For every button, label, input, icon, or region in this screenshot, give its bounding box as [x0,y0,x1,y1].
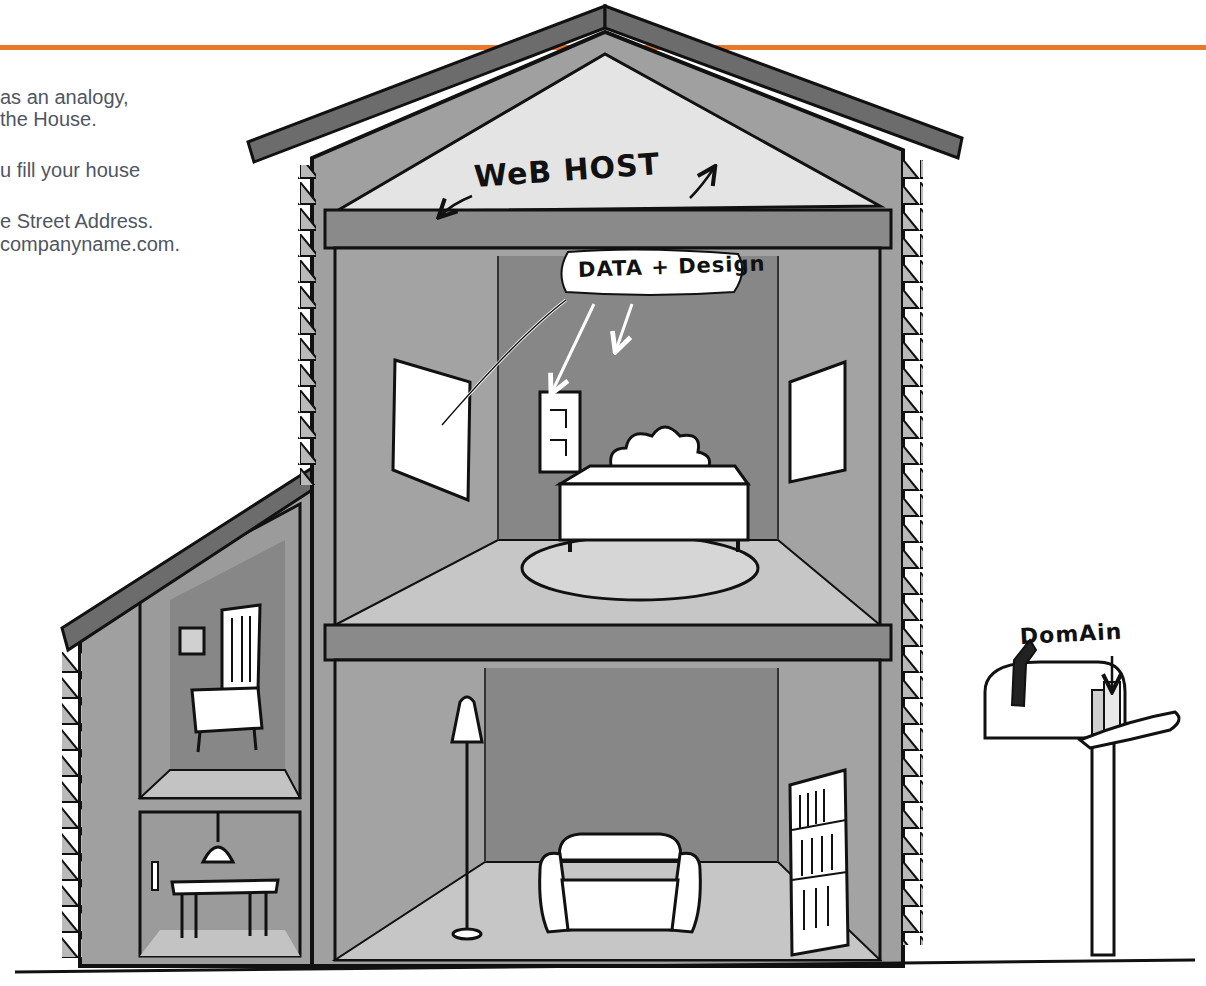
leader-arrow [690,168,714,198]
attic-floor [325,210,891,248]
chair-back [222,605,260,692]
dresser-drawers [550,410,566,456]
armchair-arms [540,853,701,932]
intro-text: the House. [0,107,97,131]
upper-back-wall [498,256,778,540]
annex-siding [62,652,82,958]
mailbox-lid [1080,712,1179,748]
leader-arrow [1111,656,1114,690]
leader-arrow [552,304,594,392]
left-siding [298,165,316,485]
right-window [790,362,845,482]
bookcase-shelves [792,789,847,930]
lower-room [335,660,880,960]
intro-text: as an analogy, [0,85,129,109]
chair-legs [198,728,256,752]
middle-floor [325,625,891,660]
armchair-seat [562,880,678,930]
left-window [393,360,470,500]
wall-switch [152,862,158,890]
hanging-lamp [203,847,233,862]
bed-base [560,484,748,540]
lamp-shade [452,697,482,742]
roof-left [248,6,605,162]
lower-back-wall [485,668,778,862]
armchair-back [559,834,680,860]
chair-seat [192,688,262,732]
wall-corners [498,256,778,540]
annex-lower-floor [140,930,300,956]
table-top [172,880,278,894]
mailbox-body [985,662,1125,738]
chair-slats [232,616,250,682]
leader-arrow [616,304,632,350]
annex-roof [62,468,312,650]
bed-top [560,466,748,484]
lamp-cord [217,812,220,842]
dresser [540,392,580,472]
lamp-base [453,929,481,939]
bed-legs [570,540,738,552]
intro-text: u fill your house [0,158,140,182]
domain-label: DomAin [1019,619,1123,650]
leader-arrow [440,196,472,216]
upper-room [335,248,880,625]
house-body [312,32,903,966]
rug [522,536,758,600]
ground-line [15,960,1195,972]
lamp-stand [466,742,469,930]
intro-text: companyname.com. [0,232,180,256]
wall-corners [485,668,778,862]
table-legs [182,892,266,938]
picture-frame [180,628,204,654]
bookcase [790,770,848,955]
annex-lower-room [140,812,300,956]
annex-floor [140,770,300,798]
mailbox-post [1092,735,1114,955]
mailbox-flag [1012,640,1036,706]
right-siding [903,160,923,945]
roof-right [605,6,962,158]
leader-arrow [442,300,566,425]
intro-text: e Street Address. [0,209,153,233]
annex-back-wall [170,540,285,770]
leader-arrow [442,300,566,425]
